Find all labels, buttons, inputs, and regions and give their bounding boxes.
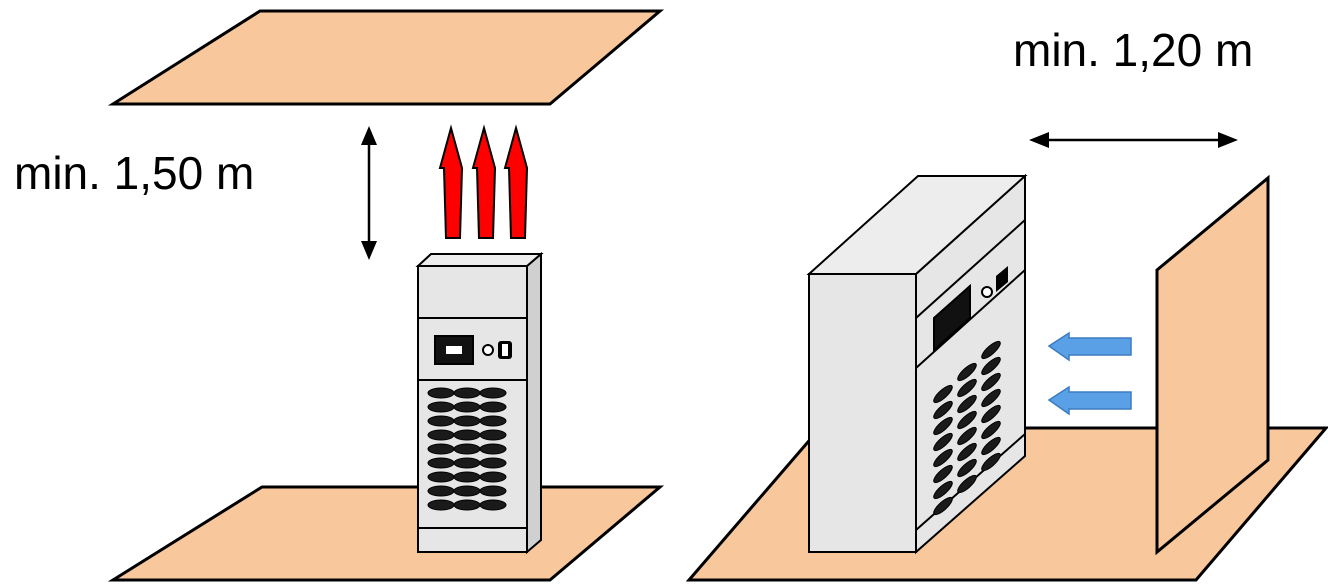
hot-air-outlet-arrows-icon: [438, 124, 529, 239]
right-clearance-label: min. 1,20 m: [1013, 24, 1253, 76]
left-scene: min. 1,50 m: [14, 9, 665, 582]
wall-plate: [1155, 174, 1270, 556]
cooling-unit-front: [415, 251, 544, 555]
cooling-unit-isometric: [806, 173, 1028, 555]
vent-grille-iso: [933, 340, 1001, 516]
display-icon-iso: [933, 283, 971, 353]
switch-icon-iso: [996, 266, 1008, 292]
knob-icon: [482, 344, 494, 356]
left-clearance-label: min. 1,50 m: [14, 147, 254, 199]
air-intake-arrows-icon: [1047, 331, 1132, 416]
ceiling-plate: [107, 9, 665, 106]
vertical-dimension-arrow: [361, 126, 377, 260]
horizontal-dimension-arrow: [1029, 132, 1238, 148]
right-scene: min. 1,20 m: [685, 24, 1328, 582]
knob-icon-iso: [981, 286, 993, 298]
floor-plate: [107, 485, 665, 582]
vent-grille: [427, 387, 507, 511]
